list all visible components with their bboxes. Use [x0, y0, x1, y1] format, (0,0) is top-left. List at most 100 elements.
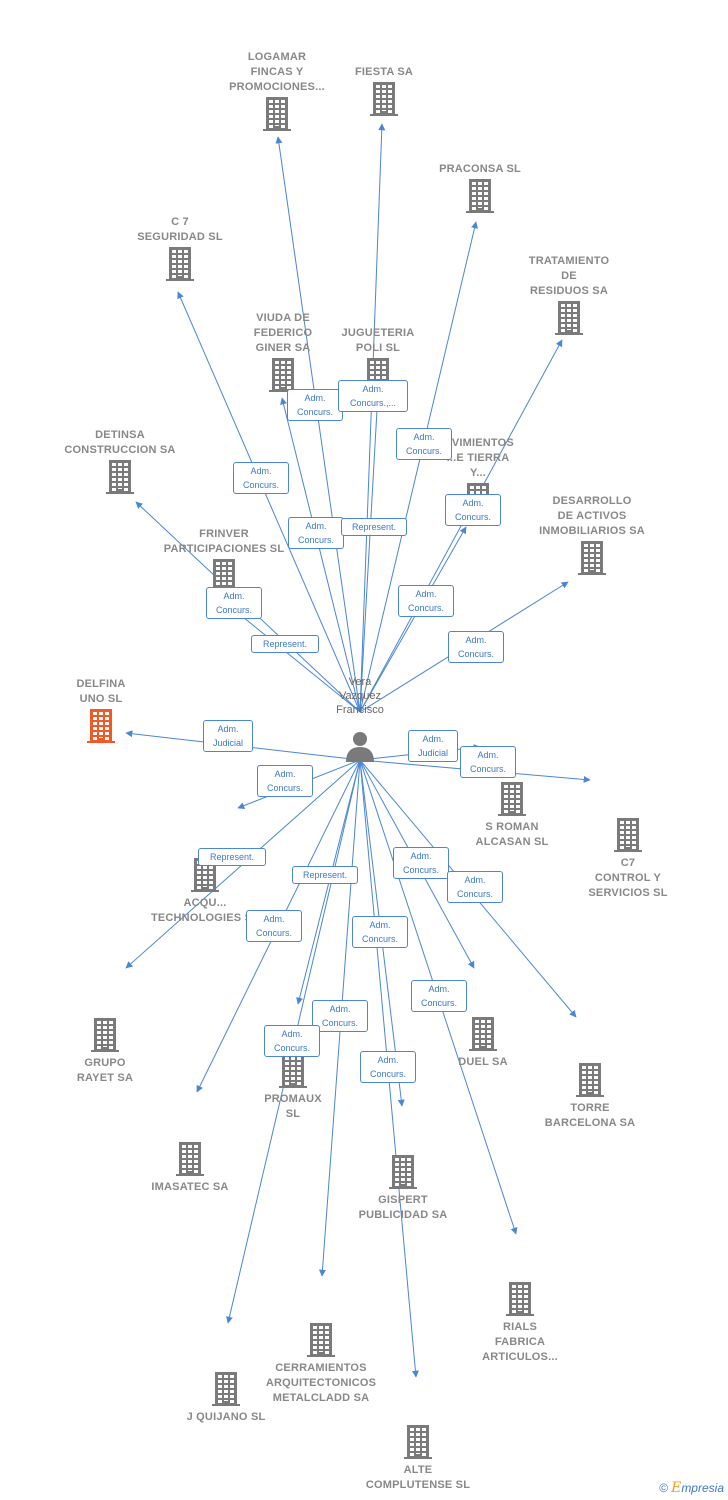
relationship-edge: [359, 221, 478, 713]
company-node[interactable]: DESARROLLO DE ACTIVOS INMOBILIARIOS SA: [522, 494, 662, 575]
company-node[interactable]: J QUIJANO SL: [156, 1370, 296, 1425]
company-name: DELFINA UNO SL: [76, 678, 126, 705]
relationship-label[interactable]: Adm. Concurs.: [447, 871, 503, 903]
relationship-edge: [359, 339, 563, 713]
relationship-edge: [275, 136, 361, 713]
relationship-label[interactable]: Adm. Concurs.: [312, 1000, 368, 1032]
company-name: TORRE BARCELONA SA: [544, 1102, 636, 1129]
relationship-label[interactable]: Adm. Concurs.: [206, 587, 262, 619]
company-node[interactable]: DELFINA UNO SL: [31, 677, 171, 743]
company-name: CERRAMIENTOS ARQUITECTONICOS METALCLADD …: [265, 1362, 377, 1404]
company-name: VIUDA DE FEDERICO GINER SA: [253, 312, 313, 354]
building-icon: [370, 82, 398, 116]
building-icon: [307, 1323, 335, 1357]
relationship-label[interactable]: Adm. Concurs.: [288, 517, 344, 549]
building-icon: [269, 358, 297, 392]
relationship-label[interactable]: Represent.: [198, 848, 266, 866]
company-name: DESARROLLO DE ACTIVOS INMOBILIARIOS SA: [539, 495, 645, 537]
company-name: DUEL SA: [458, 1056, 508, 1068]
relationship-label[interactable]: Adm. Concurs.: [398, 585, 454, 617]
company-node[interactable]: FRINVER PARTICIPACIONES SL: [154, 527, 294, 593]
building-icon: [166, 247, 194, 281]
company-node[interactable]: C 7 SEGURIDAD SL: [110, 215, 250, 281]
company-node[interactable]: TRATAMIENTO DE RESIDUOS SA: [499, 254, 639, 335]
building-icon: [191, 858, 219, 892]
company-name: C 7 SEGURIDAD SL: [137, 216, 223, 243]
company-name: GISPERT PUBLICIDAD SA: [358, 1194, 448, 1221]
relationship-label[interactable]: Adm. Concurs.: [352, 916, 408, 948]
building-icon: [578, 541, 606, 575]
building-icon: [506, 1282, 534, 1316]
copyright-symbol: ©: [659, 1481, 669, 1495]
building-icon: [404, 1425, 432, 1459]
brand-logo-initial: E: [671, 1480, 682, 1496]
company-name: FRINVER PARTICIPACIONES SL: [163, 528, 285, 555]
building-icon: [466, 179, 494, 213]
company-node[interactable]: GISPERT PUBLICIDAD SA: [333, 1153, 473, 1223]
center-person[interactable]: Vera Vazquez Francisco: [290, 675, 430, 763]
building-icon: [498, 782, 526, 816]
company-node[interactable]: TORRE BARCELONA SA: [520, 1061, 660, 1131]
relationship-label[interactable]: Represent.: [341, 518, 407, 536]
relationship-label[interactable]: Adm. Concurs.: [393, 847, 449, 879]
building-icon: [212, 1372, 240, 1406]
relationship-label[interactable]: Adm. Concurs.: [264, 1025, 320, 1057]
company-node[interactable]: DETINSA CONSTRUCCION SA: [50, 428, 190, 494]
company-node[interactable]: CERRAMIENTOS ARQUITECTONICOS METALCLADD …: [251, 1321, 391, 1406]
relationship-label[interactable]: Adm. Concurs.: [448, 631, 504, 663]
company-name: ...VIMIENTOS ...E TIERRA Y...: [442, 437, 514, 479]
company-node[interactable]: VIUDA DE FEDERICO GINER SA: [213, 311, 353, 392]
relationship-edge: [177, 291, 361, 713]
building-icon: [614, 818, 642, 852]
company-name: J QUIJANO SL: [186, 1411, 266, 1423]
building-icon: [176, 1142, 204, 1176]
relationship-label[interactable]: Adm. Concurs.: [233, 462, 289, 494]
company-node[interactable]: PROMAUX SL: [223, 1052, 363, 1122]
company-name: PROMAUX SL: [264, 1093, 322, 1120]
company-name: FIESTA SA: [354, 66, 414, 78]
building-icon: [279, 1054, 307, 1088]
company-node[interactable]: IMASATEC SA: [120, 1140, 260, 1195]
relationship-label[interactable]: Adm. Concurs.: [411, 980, 467, 1012]
company-name: PRACONSA SL: [439, 163, 521, 175]
relationship-label[interactable]: Represent.: [292, 866, 358, 884]
company-name: GRUPO RAYET SA: [76, 1057, 134, 1084]
relationship-label[interactable]: Adm. Concurs.: [257, 765, 313, 797]
building-icon: [389, 1155, 417, 1189]
relationship-label[interactable]: Adm. Concurs.: [460, 746, 516, 778]
company-name: TRATAMIENTO DE RESIDUOS SA: [528, 255, 610, 297]
company-node[interactable]: DUEL SA: [413, 1015, 553, 1070]
relationship-label[interactable]: Adm. Concurs.: [396, 428, 452, 460]
relationship-label[interactable]: Adm. Concurs.: [287, 389, 343, 421]
center-person-name: Vera Vazquez Francisco: [336, 676, 384, 716]
relationship-label[interactable]: Adm. Concurs.: [445, 494, 501, 526]
company-node[interactable]: S ROMAN ALCASAN SL: [442, 780, 582, 850]
building-icon: [106, 460, 134, 494]
company-name: LOGAMAR FINCAS Y PROMOCIONES...: [229, 51, 325, 93]
relationship-label[interactable]: Represent.: [251, 635, 319, 653]
relationship-label[interactable]: Adm. Concurs.: [360, 1051, 416, 1083]
footer-brand: ©Empresia: [659, 1480, 724, 1496]
company-node[interactable]: FIESTA SA: [314, 65, 454, 116]
relationship-edge: [359, 526, 467, 713]
company-name: IMASATEC SA: [151, 1181, 229, 1193]
company-node[interactable]: PRACONSA SL: [410, 162, 550, 213]
relationship-label[interactable]: Adm. Concurs.: [246, 910, 302, 942]
company-name: C7 CONTROL Y SERVICIOS SL: [588, 857, 668, 899]
company-node[interactable]: RIALS FABRICA ARTICULOS...: [450, 1280, 590, 1365]
company-node[interactable]: C7 CONTROL Y SERVICIOS SL: [558, 816, 698, 901]
company-name: JUGUETERIA POLI SL: [341, 327, 415, 354]
building-icon: [555, 301, 583, 335]
company-name: RIALS FABRICA ARTICULOS...: [482, 1321, 558, 1363]
company-node[interactable]: GRUPO RAYET SA: [35, 1016, 175, 1086]
company-node[interactable]: ALTE COMPLUTENSE SL: [348, 1423, 488, 1493]
company-node[interactable]: LOGAMAR FINCAS Y PROMOCIONES...: [207, 50, 347, 131]
building-icon: [469, 1017, 497, 1051]
relationship-label[interactable]: Adm. Concurs.,...: [338, 380, 408, 412]
company-name: S ROMAN ALCASAN SL: [475, 821, 549, 848]
relationship-edge: [280, 397, 361, 713]
relationship-label[interactable]: Adm. Judicial: [203, 720, 253, 752]
relationship-label[interactable]: Adm. Judicial: [408, 730, 458, 762]
building-icon: [87, 709, 115, 743]
relationship-edge: [359, 391, 382, 713]
